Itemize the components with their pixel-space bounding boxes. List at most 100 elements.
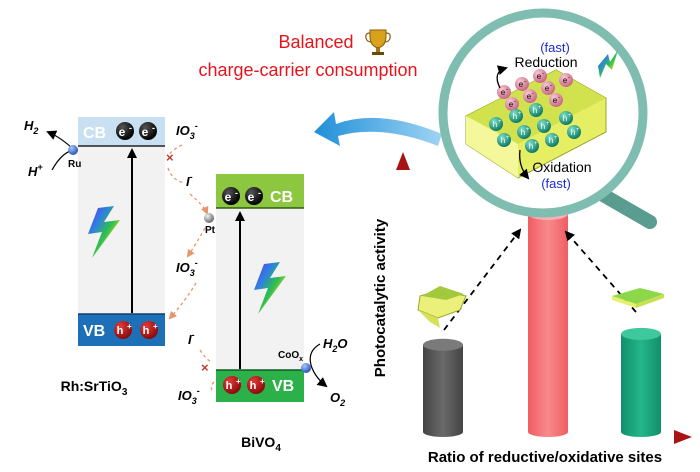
svg-text:h: h <box>250 380 257 392</box>
crystal-icon-oxidative-poor <box>612 288 664 308</box>
io3-label-bottom: IO3- <box>178 386 200 406</box>
svg-text:+: + <box>568 113 572 119</box>
svg-text:e: e <box>509 100 514 109</box>
vb-label-left: VB <box>83 323 105 340</box>
svg-text:+: + <box>498 119 502 125</box>
io3-label-mid: IO3- <box>176 258 198 278</box>
oxidation-label: Oxidation <box>532 159 591 175</box>
electron-particle: e- <box>549 93 563 107</box>
light-bolt-icon <box>88 206 120 258</box>
electron-particle: e - <box>139 122 157 140</box>
h2o-label: H2O <box>323 336 348 354</box>
electron-particle: e- <box>515 77 529 91</box>
oxidation-speed-label: (fast) <box>541 176 571 191</box>
right-catalyst-name: BiVO4 <box>241 434 281 454</box>
hole-particle: h + <box>114 321 132 339</box>
svg-text:+: + <box>538 105 542 111</box>
iodide-label-top: I- <box>186 172 193 189</box>
title-line2: charge-carrier consumption <box>198 60 417 80</box>
electron-particle: e- <box>505 97 519 111</box>
zoom-link-arrow <box>314 112 442 146</box>
o2-label: O2 <box>330 390 345 408</box>
svg-text:h: h <box>501 136 505 145</box>
bandgap-region-left <box>78 117 165 314</box>
svg-text:h: h <box>513 112 517 121</box>
svg-text:h: h <box>549 136 553 145</box>
svg-text:-: - <box>152 123 155 133</box>
pt-cocatalyst <box>204 213 214 223</box>
svg-text:h: h <box>143 325 150 337</box>
svg-text:e: e <box>501 88 506 97</box>
light-bolt-icon <box>598 50 618 78</box>
svg-text:e: e <box>225 190 232 204</box>
x-axis-arrowhead <box>674 430 692 444</box>
light-bolt-icon <box>254 262 286 314</box>
svg-text:+: + <box>576 127 580 133</box>
activity-bar-base <box>528 427 568 437</box>
hplus-label: H+ <box>28 162 43 179</box>
reduction-arrow <box>496 65 508 89</box>
svg-text:+: + <box>534 141 538 147</box>
o2-evolution-arrow <box>309 343 328 388</box>
svg-text:h: h <box>521 128 525 137</box>
h2-label: H2 <box>24 118 38 136</box>
svg-text:-: - <box>235 188 238 198</box>
svg-text:+: + <box>260 377 265 386</box>
bivo4-band-diagram: e - e - CB h + h + VB <box>216 174 304 402</box>
svg-text:e: e <box>248 190 255 204</box>
svg-text:+: + <box>236 377 241 386</box>
hole-particle: h+ <box>559 111 573 125</box>
svg-text:+: + <box>506 135 510 141</box>
trend-arrow-right <box>564 230 637 313</box>
svg-text:h: h <box>493 120 497 129</box>
hole-particle: h+ <box>567 125 581 139</box>
hole-particle: h + <box>140 321 158 339</box>
electron-particle: e - <box>245 187 263 205</box>
hole-particle: h+ <box>545 133 559 147</box>
electron-particle: e- <box>541 81 555 95</box>
vb-label-right: VB <box>272 378 294 395</box>
svg-text:e: e <box>545 84 550 93</box>
svg-text:e: e <box>119 125 126 139</box>
reduction-speed-label: (fast) <box>540 40 570 55</box>
svg-text:-: - <box>550 83 552 89</box>
coox-label: CoOx <box>278 350 303 363</box>
hole-particle: h+ <box>525 139 539 153</box>
svg-text:h: h <box>541 122 545 131</box>
blocked-cross-icon: × <box>166 150 174 165</box>
hole-particle: h+ <box>509 109 523 123</box>
activity-bar-base <box>621 427 661 437</box>
hole-particle: h + <box>247 376 265 394</box>
svg-text:e: e <box>563 76 568 85</box>
magnifier-inset: e-e-e-e-e-e-e-e- h+h+h+h+h+h+h+h+h+h+ (f… <box>438 8 657 229</box>
activity-bar-top <box>423 338 463 351</box>
trophy-icon <box>365 29 391 55</box>
svg-text:h: h <box>226 380 233 392</box>
activity-bar-base <box>423 427 463 437</box>
svg-text:+: + <box>546 121 550 127</box>
svg-text:-: - <box>532 91 534 97</box>
svg-text:+: + <box>526 127 530 133</box>
trend-arrow-left <box>443 228 522 331</box>
io3-label-top: IO3- <box>176 121 198 141</box>
svg-text:+: + <box>554 135 558 141</box>
svg-text:e: e <box>553 96 558 105</box>
svg-text:h: h <box>571 128 575 137</box>
x-axis-label: Ratio of reductive/oxidative sites <box>428 449 662 466</box>
svg-text:-: - <box>506 87 508 93</box>
left-catalyst-name: Rh:SrTiO3 <box>61 378 128 398</box>
svg-text:h: h <box>533 106 537 115</box>
svg-text:-: - <box>129 123 132 133</box>
svg-text:e: e <box>527 92 532 101</box>
hole-particle: h + <box>223 376 241 394</box>
electron-particle: e - <box>222 187 240 205</box>
hole-particle: h+ <box>537 119 551 133</box>
svg-text:-: - <box>258 188 261 198</box>
y-axis-arrowhead <box>396 152 410 170</box>
svg-text:h: h <box>529 142 533 151</box>
ru-label: Ru <box>68 159 81 170</box>
svg-text:-: - <box>568 75 570 81</box>
pt-label: Pt <box>205 225 216 236</box>
blocked-cross-icon: × <box>201 360 209 375</box>
